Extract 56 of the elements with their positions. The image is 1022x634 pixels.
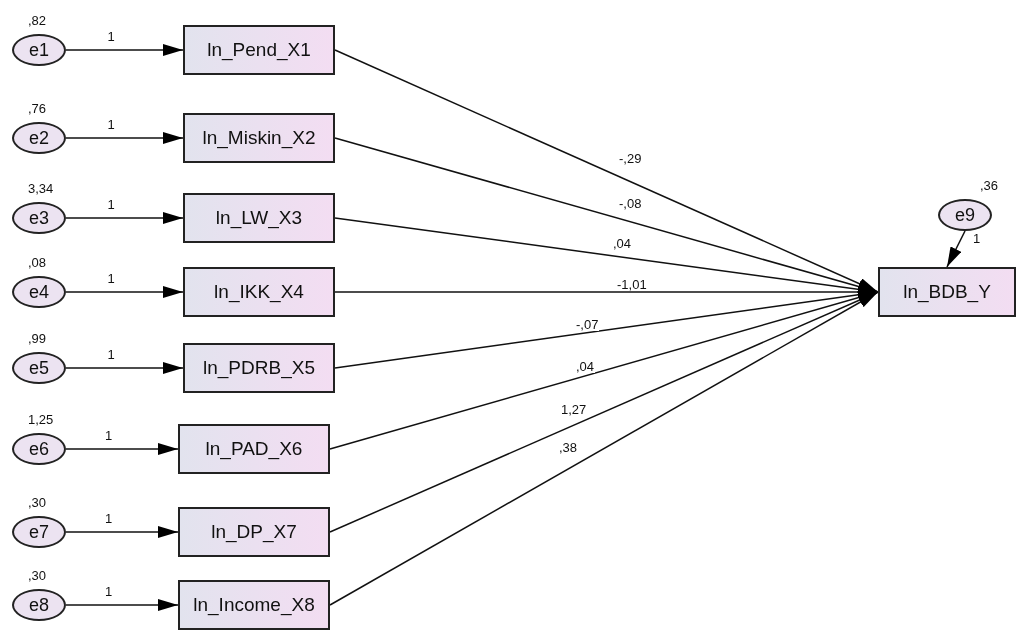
edge-label: 1 [106, 198, 116, 211]
variable-box: ln_IKK_X4 [183, 267, 335, 317]
arrow [65, 286, 184, 298]
variable-box: ln_BDB_Y [878, 267, 1016, 317]
variance-label: 1,25 [28, 413, 54, 426]
edge-label: 1 [972, 232, 982, 245]
arrow [65, 44, 184, 56]
edge-label: 1 [106, 118, 116, 131]
variance-label: ,76 [28, 102, 47, 115]
error-term-ellipse: e3 [12, 202, 66, 234]
variable-box: ln_DP_X7 [178, 507, 330, 557]
variable-box: ln_Pend_X1 [183, 25, 335, 75]
arrow [65, 212, 184, 224]
error-term-ellipse: e2 [12, 122, 66, 154]
edge-label: -,08 [618, 197, 643, 210]
variance-label: ,08 [28, 256, 47, 269]
error-term-ellipse: e1 [12, 34, 66, 66]
error-term-ellipse: e9 [938, 199, 992, 231]
variable-box: ln_LW_X3 [183, 193, 335, 243]
edge-label: -,07 [575, 318, 600, 331]
edge-label: ,38 [558, 441, 579, 454]
error-term-ellipse: e8 [12, 589, 66, 621]
variable-box: ln_PAD_X6 [178, 424, 330, 474]
edge-label: 1 [104, 429, 114, 442]
edge-label: 1 [104, 585, 114, 598]
arrow [329, 291, 879, 533]
variance-label: ,82 [28, 14, 47, 27]
arrow [329, 291, 879, 606]
edge-label: ,04 [575, 360, 596, 373]
error-term-ellipse: e6 [12, 433, 66, 465]
arrow [946, 230, 966, 268]
variance-label: ,30 [28, 569, 47, 582]
arrow [65, 132, 184, 144]
arrow [65, 362, 184, 374]
edge-label: 1 [104, 512, 114, 525]
edge-label: 1 [106, 272, 116, 285]
edge-label: ,04 [612, 237, 633, 250]
variance-label: ,36 [980, 179, 999, 192]
arrow [65, 443, 179, 455]
error-term-ellipse: e7 [12, 516, 66, 548]
variable-box: ln_PDRB_X5 [183, 343, 335, 393]
edge-label: 1 [106, 348, 116, 361]
edge-label: 1,27 [560, 403, 588, 416]
variance-label: 3,34 [28, 182, 54, 195]
error-term-ellipse: e5 [12, 352, 66, 384]
variance-label: ,99 [28, 332, 47, 345]
error-term-ellipse: e4 [12, 276, 66, 308]
arrow [334, 137, 879, 293]
variance-label: ,30 [28, 496, 47, 509]
arrow [65, 599, 179, 611]
edge-label: -,29 [618, 152, 643, 165]
arrow [65, 526, 179, 538]
variable-box: ln_Income_X8 [178, 580, 330, 630]
variable-box: ln_Miskin_X2 [183, 113, 335, 163]
edge-label: 1 [106, 30, 116, 43]
edge-label: -1,01 [616, 278, 648, 291]
